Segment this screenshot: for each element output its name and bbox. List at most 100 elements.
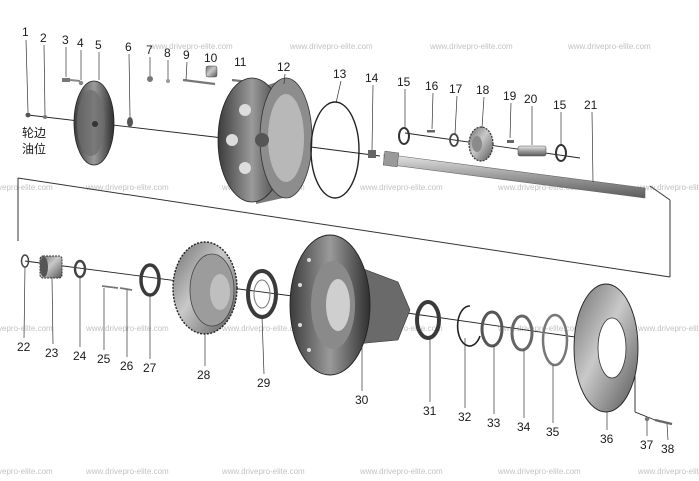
callout-33: 33 (487, 416, 501, 430)
part-1-plug (25, 112, 31, 118)
part-4-washer (78, 80, 84, 86)
callout-6: 6 (125, 40, 132, 54)
note-line-1: 轮边 (22, 126, 46, 140)
callout-8: 8 (164, 46, 171, 60)
watermark-text: www.drivepro-elite.com (149, 42, 233, 51)
callout-26: 26 (120, 359, 134, 373)
part-20-spacer (517, 145, 547, 157)
part-2-washer (43, 115, 47, 119)
note-line-2: 油位 (22, 141, 46, 156)
part-13-seal-ring (310, 101, 360, 199)
part-28-ring-gear (172, 241, 238, 335)
callout-17: 17 (449, 82, 463, 96)
callout-36: 36 (600, 432, 614, 446)
part-38-bolt (654, 418, 673, 426)
callout-38: 38 (661, 442, 675, 456)
callout-3: 3 (62, 33, 69, 47)
part-7-bolt (147, 76, 153, 82)
part-16-key (427, 130, 435, 133)
part-6-oring (127, 117, 133, 127)
part-18-sun-gear (468, 126, 494, 162)
watermark-text: www.drivepro-elite.com (359, 467, 443, 476)
callout-20: 20 (524, 92, 538, 106)
part-17-washer (449, 133, 459, 147)
callout-29: 29 (257, 376, 271, 390)
callout-14: 14 (365, 71, 379, 85)
callout-15: 15 (397, 75, 411, 89)
callout-19: 19 (503, 89, 517, 103)
callout-34: 34 (517, 420, 531, 434)
callout-7: 7 (146, 43, 153, 57)
watermark-text: www.drivepro-elite.com (85, 183, 169, 192)
part-10-nut (205, 65, 218, 78)
callout-10: 10 (204, 51, 218, 65)
watermark-text: www.drivepro-elite.com (0, 467, 53, 476)
part-12-planet-carrier (217, 77, 313, 204)
part-30-wheel-hub (289, 234, 411, 376)
watermark-text: www.drivepro-elite.com (637, 467, 699, 476)
part-37-washer (644, 416, 650, 422)
part-35-ring (541, 313, 569, 367)
connector-frame (17, 177, 671, 278)
part-23-planet-gear (39, 255, 63, 279)
callout-32: 32 (458, 410, 472, 424)
part-29-bearing (246, 269, 278, 319)
callout-4: 4 (77, 36, 84, 50)
part-8-washer (166, 79, 170, 83)
watermark-text: www.drivepro-elite.com (289, 42, 373, 51)
callout-23: 23 (45, 346, 59, 360)
callout-11: 11 (234, 55, 247, 69)
watermark-text: www.drivepro-elite.com (497, 467, 581, 476)
callout-12: 12 (277, 60, 291, 74)
callout-31: 31 (423, 404, 437, 418)
part-5-end-cover (73, 80, 115, 166)
callout-15b: 15 (553, 98, 567, 112)
watermark-text: www.drivepro-elite.com (221, 467, 305, 476)
part-14-pin (368, 150, 376, 158)
part-21-half-shaft (382, 150, 646, 199)
callout-5: 5 (95, 38, 102, 52)
part-27-bearing (139, 263, 161, 297)
watermark-text: www.drivepro-elite.com (497, 324, 581, 333)
part-31-bearing (415, 300, 441, 340)
watermark-text: www.drivepro-elite.com (567, 42, 651, 51)
watermark-text: www.drivepro-elite.com (637, 183, 699, 192)
part-33-ring (480, 310, 504, 348)
part-19-key (507, 140, 514, 143)
callout-37: 37 (640, 438, 654, 452)
part-32-snap-ring (456, 305, 481, 347)
callout-22: 22 (17, 340, 31, 354)
callout-30: 30 (355, 393, 369, 407)
callout-9: 9 (183, 48, 190, 62)
part-3-bolt (62, 78, 81, 82)
watermark-text: www.drivepro-elite.com (0, 183, 53, 192)
watermark-text: www.drivepro-elite.com (221, 324, 305, 333)
callout-2: 2 (40, 31, 47, 45)
part-9-stud (182, 78, 216, 86)
part-15-snap-ring (398, 127, 410, 145)
callout-1: 1 (22, 25, 29, 39)
part-15b-snap-ring (555, 144, 567, 162)
watermark-text: www.drivepro-elite.com (637, 324, 699, 333)
leader-lines (23, 39, 669, 441)
part-26-pin (119, 287, 133, 291)
watermark-text: www.drivepro-elite.com (359, 183, 443, 192)
watermark-text: www.drivepro-elite.com (497, 183, 581, 192)
part-36-brake-disc (573, 283, 639, 413)
part-25-pin (101, 285, 119, 289)
callout-35: 35 (546, 425, 560, 439)
part-34-ring (510, 314, 534, 352)
callout-25: 25 (97, 352, 111, 366)
watermark-text: www.drivepro-elite.com (85, 467, 169, 476)
callout-21: 21 (584, 98, 598, 112)
callout-18: 18 (476, 83, 490, 97)
callout-labels: 1 2 3 4 5 6 7 8 9 10 11 12 13 14 15 16 1… (17, 25, 675, 456)
oil-level-note: 轮边 油位 (22, 126, 46, 156)
callout-24: 24 (73, 349, 87, 363)
callout-27: 27 (143, 361, 157, 375)
callout-16: 16 (425, 79, 439, 93)
watermark-text: www.drivepro-elite.com (429, 42, 513, 51)
watermark-text: www.drivepro-elite.com (0, 324, 53, 333)
callout-13: 13 (333, 67, 347, 81)
